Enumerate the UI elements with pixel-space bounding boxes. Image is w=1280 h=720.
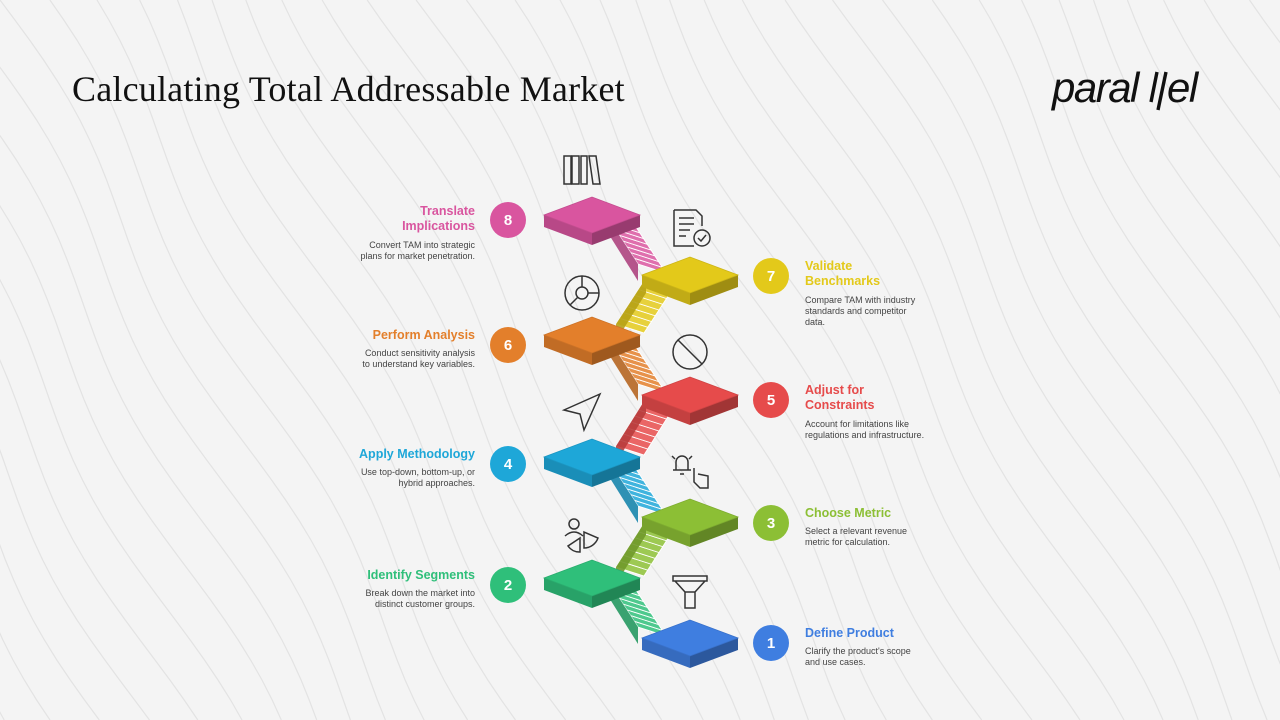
step-description: Select a relevant revenue metric for cal…	[805, 526, 908, 547]
stairs-flight-7-8	[606, 217, 668, 281]
svg-text:el: el	[1167, 64, 1200, 111]
checklist-icon	[673, 209, 711, 247]
step-description: Convert TAM into strategic plans for mar…	[360, 240, 475, 261]
step-description: Account for limitations like regulations…	[805, 419, 925, 440]
platform-step-8	[542, 196, 642, 245]
step-description: Clarify the product's scope and use case…	[805, 646, 911, 667]
pie-chart-icon	[564, 275, 600, 311]
step-title: Adjust for Constraints	[805, 383, 875, 412]
step-description: Conduct sensitivity analysis to understa…	[362, 348, 475, 369]
step-description: Use top-down, bottom-up, or hybrid appro…	[360, 467, 475, 488]
step-number-badge: 2	[490, 567, 526, 603]
step-title: Apply Methodology	[359, 447, 475, 461]
step-number-badge: 8	[490, 202, 526, 238]
step-title: Perform Analysis	[372, 328, 475, 342]
step-number-badge: 7	[753, 258, 789, 294]
platform-step-3	[640, 498, 740, 547]
step-number-badge: 6	[490, 327, 526, 363]
alarm-hand-icon	[671, 455, 709, 489]
step-title: Validate Benchmarks	[805, 259, 881, 288]
step-number-badge: 3	[753, 505, 789, 541]
platform-step-1	[640, 619, 740, 668]
platform-step-6	[542, 316, 642, 365]
page-title: Calculating Total Addressable Market	[72, 69, 625, 109]
cursor-arrow-icon	[561, 392, 602, 433]
books-icon	[563, 155, 601, 185]
step-title: Choose Metric	[805, 506, 892, 520]
step-description: Break down the market into distinct cust…	[365, 588, 475, 609]
funnel-icon	[672, 575, 708, 609]
platform-step-5	[640, 376, 740, 425]
step-number-badge: 5	[753, 382, 789, 418]
platform-step-7	[640, 256, 740, 305]
step-title: Translate Implications	[402, 204, 475, 233]
brand-logo: paral el	[1050, 62, 1210, 123]
step-description: Compare TAM with industry standards and …	[805, 295, 916, 327]
platform-step-2	[542, 559, 642, 608]
prohibited-icon	[672, 334, 708, 370]
parallel-logo: paral el	[1050, 64, 1201, 111]
user-segments-icon	[564, 518, 599, 553]
platform-step-4	[542, 438, 642, 487]
step-title: Define Product	[805, 626, 894, 640]
step-title: Identify Segments	[367, 568, 475, 582]
step-number-badge: 1	[753, 625, 789, 661]
step-number-badge: 4	[490, 446, 526, 482]
svg-text:paral: paral	[1050, 64, 1141, 111]
